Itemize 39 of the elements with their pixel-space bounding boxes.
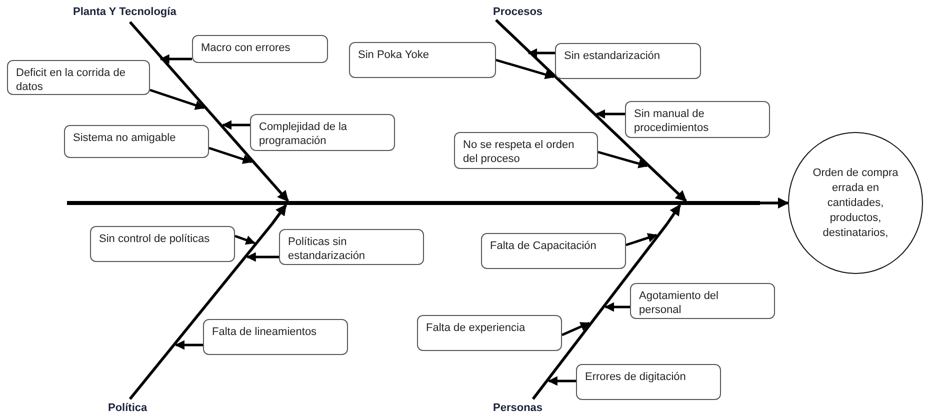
arrow (160, 54, 192, 64)
arrow (150, 88, 205, 110)
arrow (626, 233, 658, 246)
cause-box: Sin Poka Yoke (349, 42, 496, 78)
arrow (234, 234, 256, 245)
arrow (667, 182, 687, 202)
category-label: Planta Y Tecnología (73, 6, 176, 18)
arrow (222, 120, 250, 130)
category-label: Política (108, 402, 148, 414)
category-label: Procesos (493, 6, 543, 18)
arrow (548, 376, 576, 386)
cause-box: Macro con errores (192, 35, 328, 63)
cause-box: Complejidad de la programación (250, 114, 395, 151)
cause-box: Agotamiento del personal (630, 283, 775, 319)
cause-box: Falta de Capacitación (481, 233, 626, 269)
cause-box: Políticas sin estandarización (279, 229, 424, 265)
cause-box: Falta de experiencia (417, 315, 562, 351)
arrow (760, 197, 790, 209)
category-label: Personas (493, 402, 543, 414)
arrow (666, 204, 682, 225)
arrow (270, 204, 288, 225)
cause-box: Sin estandarización (555, 43, 701, 79)
arrow (246, 252, 279, 262)
arrow (598, 150, 648, 168)
cause-box: Sin control de políticas (90, 226, 235, 262)
arrow (596, 109, 625, 119)
arrow (208, 146, 252, 164)
cause-box: Sin manual de procedimientos (625, 101, 770, 138)
arrow (528, 48, 555, 58)
cause-box: Deficit en la corrida de datos (7, 60, 150, 95)
cause-box: No se respeta el orden del proceso (454, 132, 598, 169)
arrow (604, 302, 630, 312)
arrow (174, 340, 203, 350)
effect-circle: Orden de compra errada en cantidades, productos, destinatarios, (788, 132, 923, 274)
cause-box: Errores de digitación (576, 364, 721, 400)
cause-box: Falta de lineamientos (203, 319, 348, 355)
arrow (496, 58, 555, 80)
arrow (272, 183, 290, 202)
cause-box: Sistema no amigable (64, 125, 209, 158)
